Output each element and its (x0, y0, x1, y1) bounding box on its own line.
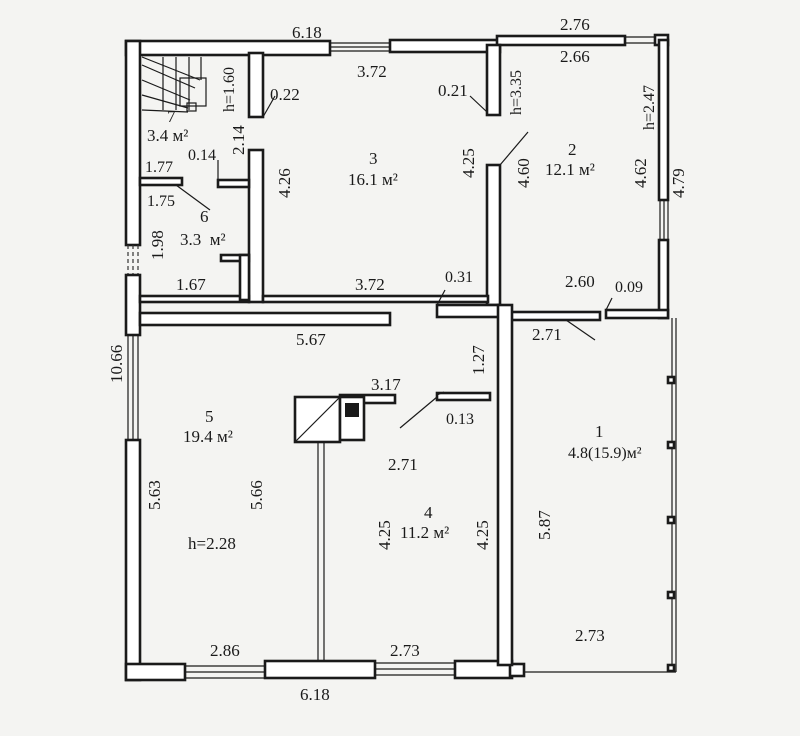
dim: 0.13 (446, 411, 474, 428)
wall-top-room2 (495, 34, 627, 47)
dim: 4.79 (669, 168, 688, 198)
window-bottom-1 (185, 665, 265, 679)
wall-room6-top-right (216, 178, 251, 189)
dim: 4.26 (275, 168, 294, 198)
wall-left-lower (124, 438, 142, 682)
dim: 1.98 (148, 230, 167, 260)
room-number: 4 (424, 503, 433, 522)
dim: 2.60 (565, 272, 595, 291)
room-area: 12.1 м² (545, 160, 595, 179)
dim: 0.31 (445, 269, 473, 286)
window-left-small (127, 245, 139, 275)
window-room2-right (659, 200, 669, 240)
wall-room1-left (496, 303, 514, 667)
wall-corner-stub (508, 662, 526, 678)
dim: 3.17 (371, 375, 401, 394)
door-swings (175, 95, 613, 429)
dim: 5.67 (296, 330, 326, 349)
wall-room4-top-mid (435, 391, 492, 402)
wall-room4-top-right (435, 303, 502, 319)
dim: 5.63 (145, 480, 164, 510)
room-number: 6 (200, 207, 209, 226)
dim: 0.21 (438, 81, 468, 100)
wall-right-room2-upper (657, 38, 670, 202)
height-room5: h=2.28 (188, 534, 236, 553)
room-number: 3 (369, 149, 378, 168)
dim: 6.18 (292, 23, 322, 42)
height-labels: h=1.60 h=3.35 h=2.47 h=2.28 (188, 67, 658, 553)
room-area: 3.3 м² (180, 230, 226, 249)
wall-room2-bottom-left (498, 310, 602, 322)
window-left-large (127, 335, 139, 440)
wall-bottom-left (124, 662, 187, 682)
wall-room3-right-lower (485, 163, 502, 307)
dim: 3.72 (355, 275, 385, 294)
dim: 6.18 (300, 685, 330, 704)
height-room3: h=3.35 (508, 70, 525, 115)
dim: 1.75 (147, 193, 175, 210)
wall-left-mid (124, 273, 142, 337)
dim: 3.72 (357, 62, 387, 81)
wall-room6-bottom (138, 294, 251, 304)
dim: 4.25 (375, 520, 394, 550)
staircase (141, 56, 207, 113)
room-area: 11.2 м² (400, 523, 449, 542)
dim: 4.25 (473, 520, 492, 550)
wall-left-upper (124, 39, 142, 247)
dim: 4.62 (631, 158, 650, 188)
room-number: 7 (167, 107, 176, 126)
wall-room3-right-upper (485, 43, 502, 117)
dim: 2.14 (229, 125, 248, 155)
window-bottom-2 (375, 662, 455, 676)
dim: 2.71 (532, 325, 562, 344)
dim: 10.66 (107, 345, 126, 383)
room-area: 16.1 м² (348, 170, 398, 189)
wall-room6-closet-side (238, 253, 251, 302)
dim: 1.67 (176, 275, 206, 294)
room-number: 5 (205, 407, 214, 426)
dimension-labels: 6.18 3.72 2.76 2.66 0.22 0.21 2.14 0.14 … (107, 15, 688, 704)
dim: 1.27 (469, 345, 488, 375)
wall-room3-bottom (261, 294, 490, 304)
height-room2: h=2.47 (641, 85, 658, 130)
wall-top-left (124, 39, 332, 57)
dim: 4.25 (459, 148, 478, 178)
wall-room3-left (247, 148, 265, 304)
dim: 0.22 (270, 85, 300, 104)
dim: 2.86 (210, 641, 240, 660)
dim: 2.71 (388, 455, 418, 474)
wall-room2-bottom-right (604, 308, 670, 320)
wall-top-mid (388, 38, 502, 54)
window-room2-top (625, 36, 655, 44)
dim: 2.73 (575, 626, 605, 645)
room-number: 1 (595, 422, 604, 441)
wall-room6-top (138, 176, 184, 187)
wall-room5-top (138, 311, 392, 327)
dim: 2.76 (560, 15, 590, 34)
walls (124, 33, 677, 682)
height-room7: h=1.60 (221, 67, 238, 112)
dim: 5.87 (535, 510, 554, 540)
terrace-outline (524, 318, 677, 673)
dim: 1.77 (145, 159, 173, 176)
dim: 2.73 (390, 641, 420, 660)
room-labels: 1 4.8(15.9)м² 2 12.1 м² 3 16.1 м² 4 11.2… (147, 107, 642, 542)
wall-right-room2-lower (657, 238, 670, 320)
partition-room4-room5 (317, 442, 325, 661)
wall-bottom-mid (263, 659, 377, 680)
dim: 0.09 (615, 279, 643, 296)
room-area: 3.4 м² (147, 126, 188, 145)
dim: 5.66 (247, 480, 266, 510)
room-area: 19.4 м² (183, 427, 233, 446)
wall-room7-right-upper (247, 51, 265, 119)
dim: 2.66 (560, 47, 590, 66)
dim: 4.60 (514, 158, 533, 188)
chimney (293, 395, 366, 444)
window-top (330, 42, 390, 52)
dim: 0.14 (188, 147, 216, 164)
room-number: 2 (568, 140, 577, 159)
room-area: 4.8(15.9)м² (568, 445, 642, 462)
